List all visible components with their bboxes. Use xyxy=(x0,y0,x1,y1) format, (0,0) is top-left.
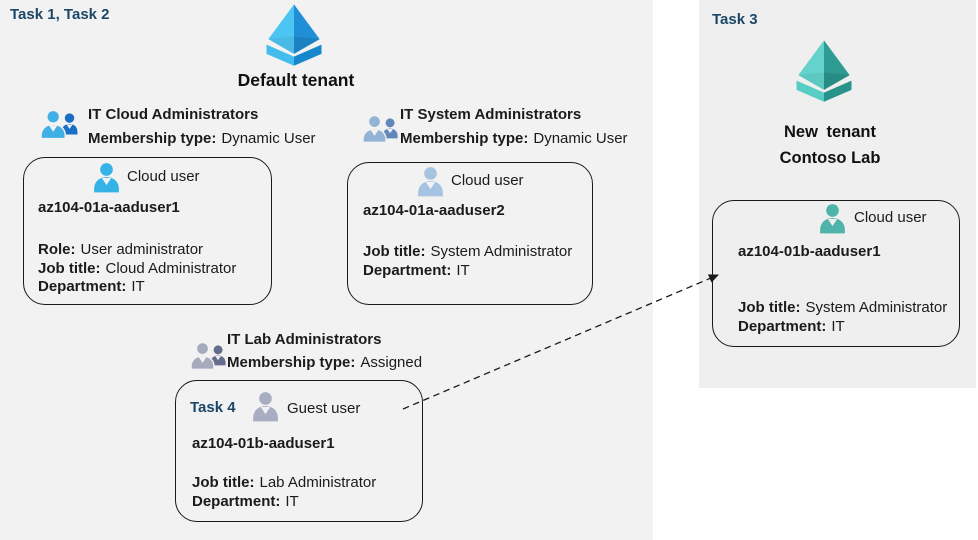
field-value: IT xyxy=(456,261,470,279)
field-label: Department: xyxy=(38,278,127,295)
user-field-department: Department:IT xyxy=(38,278,236,297)
field-label: Job title: xyxy=(38,259,101,277)
field-label: Job title: xyxy=(738,299,801,316)
new-tenant-title-line1: New tenant xyxy=(783,123,876,141)
group-membership-type: Membership type:Assigned xyxy=(227,354,422,371)
user-type-label: Cloud user xyxy=(451,172,524,189)
field-label: Department: xyxy=(192,492,281,510)
task-1-2-label: Task 1, Task 2 xyxy=(10,6,110,23)
user-fields: Job title:System Administrator Departmen… xyxy=(738,299,947,336)
user-fields: Job title:Lab Administrator Department:I… xyxy=(192,474,376,511)
guest-user-card-az104-01b-aaduser1 xyxy=(175,380,423,522)
user-field-department: Department:IT xyxy=(192,493,376,512)
user-field-job-title: Job title:Lab Administrator xyxy=(192,474,376,493)
user-card-az104-01a-aaduser1 xyxy=(23,157,272,305)
azure-tenant-icon-teal xyxy=(791,39,857,104)
user-field-department: Department:IT xyxy=(363,262,572,281)
user-field-job-title: Job title:Cloud Administrator xyxy=(38,260,236,279)
group-people-icon-steel xyxy=(362,112,400,145)
field-label: Job title: xyxy=(192,474,255,491)
user-field-department: Department:IT xyxy=(738,318,947,337)
field-value: IT xyxy=(831,317,845,335)
group-name-it-cloud-administrators: IT Cloud Administrators xyxy=(88,106,259,123)
membership-type-value: Dynamic User xyxy=(533,130,628,147)
azure-tenant-icon-blue xyxy=(261,3,327,68)
field-value: System Administrator xyxy=(430,243,573,260)
field-label: Job title: xyxy=(363,243,426,260)
user-name: az104-01a-aaduser1 xyxy=(38,199,180,216)
task-3-label: Task 3 xyxy=(712,11,758,28)
new-tenant-title-line2: Contoso Lab xyxy=(779,149,881,167)
group-name-it-system-administrators: IT System Administrators xyxy=(400,106,582,123)
group-membership-type: Membership type:Dynamic User xyxy=(400,130,628,147)
group-people-icon-gray xyxy=(190,339,228,372)
person-icon-steel xyxy=(416,166,445,197)
user-name: az104-01b-aaduser1 xyxy=(738,243,881,260)
field-value: Lab Administrator xyxy=(259,474,377,491)
person-icon-gray xyxy=(251,391,280,422)
field-value: IT xyxy=(131,278,145,295)
group-membership-type: Membership type:Dynamic User xyxy=(88,130,316,147)
field-value: User administrator xyxy=(80,241,204,258)
user-type-label: Cloud user xyxy=(854,209,927,226)
membership-type-label: Membership type: xyxy=(88,130,217,147)
user-name: az104-01b-aaduser1 xyxy=(192,435,335,452)
user-field-role: Role:User administrator xyxy=(38,241,236,260)
user-field-job-title: Job title:System Administrator xyxy=(363,243,572,262)
field-value: Cloud Administrator xyxy=(105,259,237,277)
field-label: Department: xyxy=(363,261,452,279)
user-card-az104-01b-aaduser1-new-tenant xyxy=(712,200,960,347)
user-fields: Role:User administrator Job title:Cloud … xyxy=(38,241,236,297)
field-value: IT xyxy=(285,492,299,510)
group-name-it-lab-administrators: IT Lab Administrators xyxy=(227,331,382,348)
task-4-label: Task 4 xyxy=(190,399,236,416)
membership-type-value: Dynamic User xyxy=(221,130,316,147)
user-field-job-title: Job title:System Administrator xyxy=(738,299,947,318)
person-icon-blue xyxy=(92,162,121,193)
membership-type-label: Membership type: xyxy=(227,354,356,371)
user-name: az104-01a-aaduser2 xyxy=(363,202,505,219)
membership-type-value: Assigned xyxy=(360,354,423,371)
user-type-label: Guest user xyxy=(287,400,361,417)
field-value: System Administrator xyxy=(805,299,948,316)
person-icon-teal xyxy=(818,203,847,234)
default-tenant-title: Default tenant xyxy=(237,70,355,90)
field-label: Department: xyxy=(738,317,827,335)
membership-type-label: Membership type: xyxy=(400,130,529,147)
group-people-icon-blue xyxy=(40,107,80,141)
user-fields: Job title:System Administrator Departmen… xyxy=(363,243,572,280)
default-tenant-region xyxy=(0,0,653,540)
field-label: Role: xyxy=(38,241,76,258)
user-type-label: Cloud user xyxy=(127,168,200,185)
